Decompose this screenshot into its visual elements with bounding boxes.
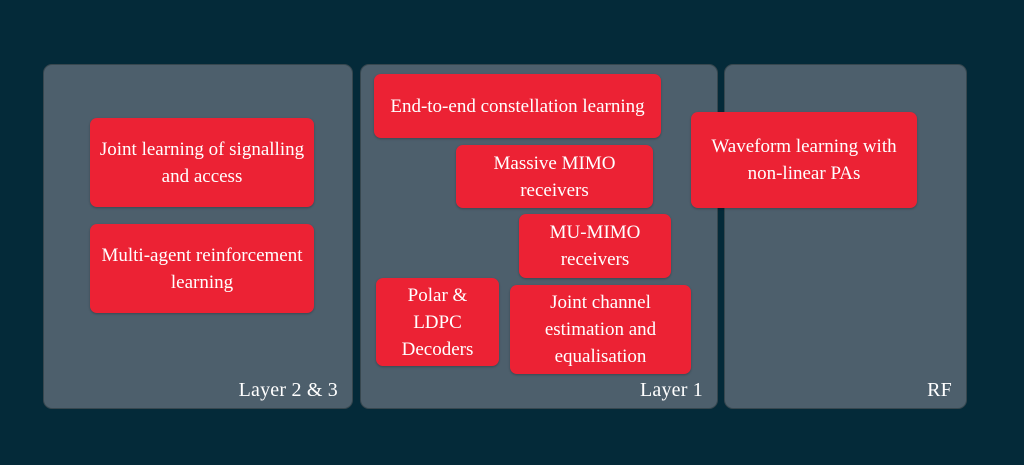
box-end-to-end-constellation-learning-label: End-to-end constellation learning [390,95,645,117]
box-massive-mimo-receivers[interactable]: Massive MIMO receivers [456,145,653,208]
box-massive-mimo-receivers-label: Massive MIMO receivers [493,152,616,201]
box-end-to-end-constellation-learning[interactable]: End-to-end constellation learning [374,74,661,138]
box-polar-ldpc-decoders[interactable]: Polar & LDPC Decoders [376,278,499,366]
box-mu-mimo-receivers[interactable]: MU-MIMO receivers [519,214,671,278]
box-multi-agent-reinforcement-learning-label: Multi-agent reinforcement learning [101,244,303,293]
box-joint-learning-signalling-access-label: Joint learning of signalling and access [99,138,305,187]
panel-label-layer-2-3: Layer 2 & 3 [238,379,338,401]
box-polar-ldpc-decoders-label: Polar & LDPC Decoders [401,284,474,360]
panel-label-rf: RF [927,379,952,401]
box-waveform-learning-nonlinear-pas[interactable]: Waveform learning with non-linear PAs [691,112,917,208]
box-joint-channel-estimation-equalisation-label: Joint channel estimation and equalisatio… [544,292,657,367]
box-multi-agent-reinforcement-learning[interactable]: Multi-agent reinforcement learning [90,224,314,313]
box-waveform-learning-nonlinear-pas-label: Waveform learning with non-linear PAs [711,136,897,184]
box-joint-learning-signalling-access[interactable]: Joint learning of signalling and access [90,118,314,207]
box-joint-channel-estimation-equalisation[interactable]: Joint channel estimation and equalisatio… [510,285,691,374]
box-mu-mimo-receivers-label: MU-MIMO receivers [549,222,641,270]
panel-label-layer-1: Layer 1 [639,379,703,401]
